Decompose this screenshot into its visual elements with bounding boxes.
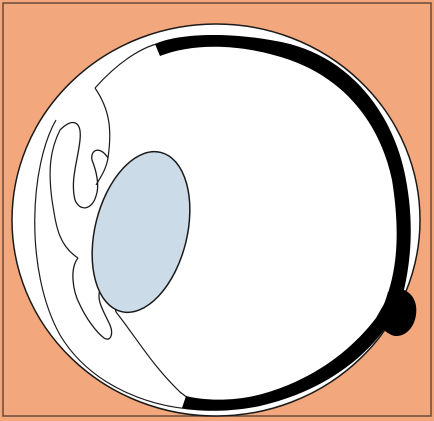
eyeball-outline bbox=[12, 24, 420, 416]
